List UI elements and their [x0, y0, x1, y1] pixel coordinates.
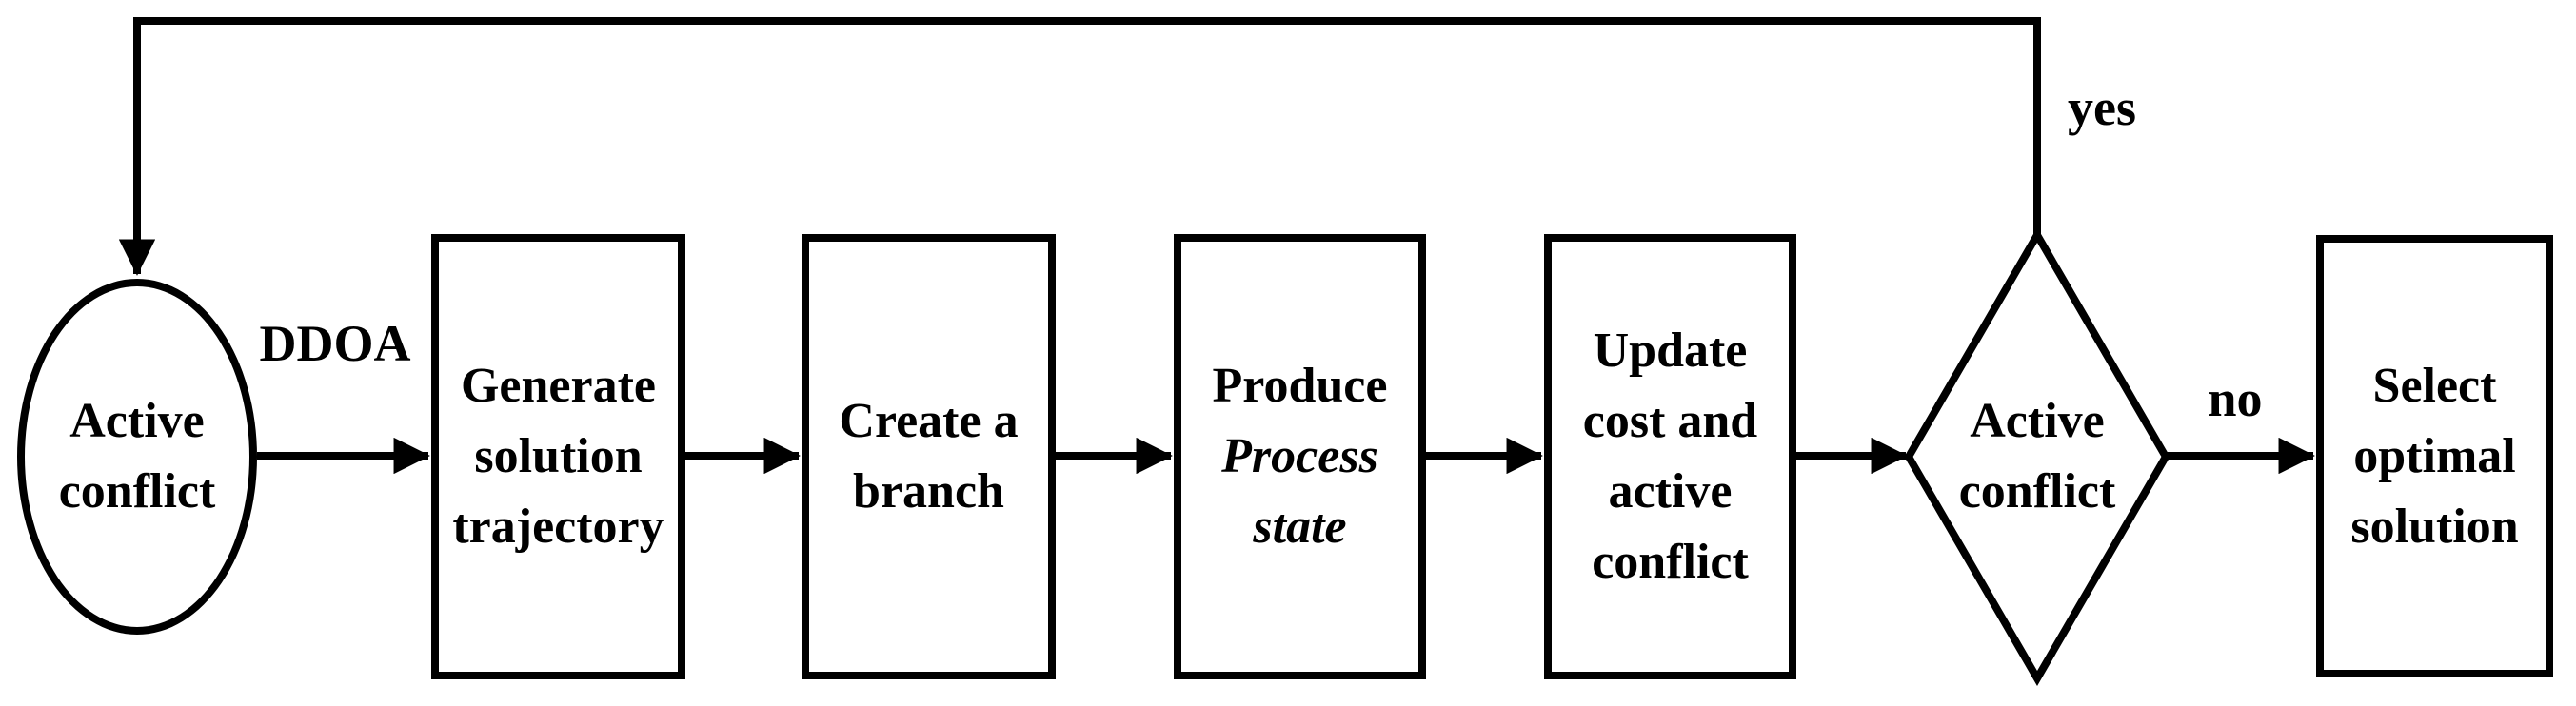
node-label-line: cost and — [1582, 394, 1758, 448]
node-label-line: solution — [474, 429, 643, 483]
edge-label-no: no — [2208, 370, 2263, 427]
node-decision-diamond: Active conflict — [1913, 386, 2161, 527]
node-label-line: state — [1253, 500, 1347, 554]
node-label-line: solution — [2350, 499, 2519, 554]
node-label-line: conflict — [1592, 535, 1749, 589]
node-label-line: Process — [1221, 429, 1378, 483]
node-label-line: Update — [1593, 324, 1748, 378]
node-label-line: Active — [1970, 394, 2105, 448]
node-label-line: Active — [69, 394, 205, 448]
node-label-line: Produce — [1212, 359, 1388, 413]
node-label-line: Create a — [839, 394, 1019, 448]
node-label-line: Select — [2372, 358, 2497, 413]
node-update-box: Update cost and active conflict — [1544, 234, 1796, 679]
edge-decision-to-start-yes — [118, 17, 2041, 276]
node-label-line: branch — [853, 464, 1004, 519]
node-produce-box: Produce Process state — [1174, 234, 1426, 679]
node-select-box: Select optimal solution — [2316, 235, 2553, 677]
edge-label-yes: yes — [2068, 79, 2136, 136]
edge-label-ddoa: DDOA — [259, 315, 411, 372]
node-label-line: conflict — [58, 464, 216, 519]
node-label-line: trajectory — [452, 500, 664, 554]
node-label-line: optimal — [2353, 428, 2516, 483]
node-branch-box: Create a branch — [802, 234, 1056, 679]
node-label-line: active — [1608, 464, 1733, 519]
node-generate-box: Generate solution trajectory — [431, 234, 685, 679]
node-label-line: conflict — [1958, 464, 2116, 519]
node-label-line: Generate — [460, 359, 656, 413]
decision-diamond-shape — [1904, 227, 2170, 686]
node-start-ellipse: Active conflict — [17, 279, 257, 635]
